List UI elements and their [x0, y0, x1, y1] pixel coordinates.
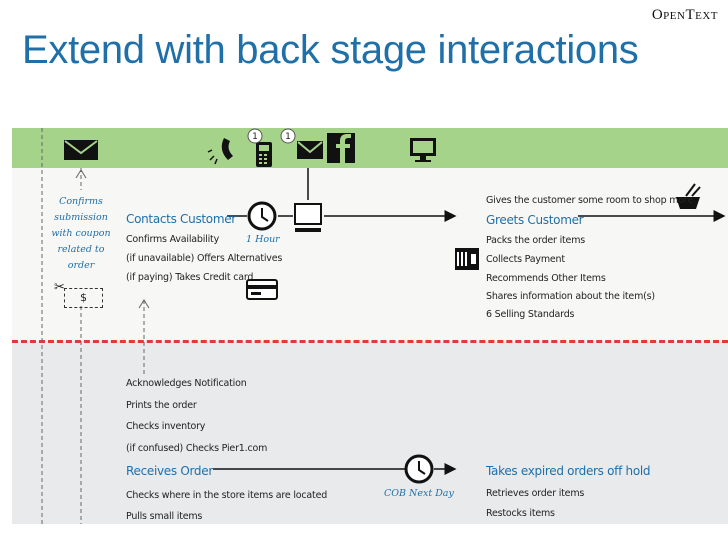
backstage-step: Acknowledges Notification — [126, 378, 247, 389]
receives-duration: COB Next Day — [384, 488, 454, 499]
svg-text:1: 1 — [252, 132, 258, 142]
notification-badge-email: 1 — [280, 128, 296, 144]
svg-text:1: 1 — [285, 132, 291, 142]
desktop-icon — [294, 203, 322, 232]
diagram-graphics: 1 1 — [41, 128, 726, 524]
desktop-icon — [410, 138, 436, 162]
store-top-note: Gives the customer some room to shop mor… — [486, 195, 694, 206]
contacts-item: Confirms Availability — [126, 234, 219, 245]
coupon-confirmation-note: Confirms submission with coupon related … — [51, 196, 111, 271]
store-item: Packs the order items — [486, 235, 585, 246]
credit-card-icon — [246, 279, 278, 300]
clock-icon — [404, 454, 434, 484]
slide-title: Extend with back stage interactions — [22, 28, 639, 72]
clock-icon — [247, 201, 277, 231]
expired-item: Restocks items — [486, 508, 555, 519]
backstage-step: Prints the order — [126, 400, 197, 411]
scissors-icon: ✂ — [54, 279, 65, 294]
contacts-item: (if unavailable) Offers Alternatives — [126, 253, 283, 264]
backstage-step: Checks inventory — [126, 421, 206, 432]
contacts-customer-title: Contacts Customer — [126, 212, 236, 226]
backstage-area — [12, 341, 728, 524]
phone-icon — [207, 138, 233, 165]
greets-customer-title: Greets Customer — [486, 213, 584, 227]
notification-badge-phone: 1 — [247, 128, 263, 144]
expired-item: Retrieves order items — [486, 488, 585, 499]
vertical-guide-lines — [41, 128, 145, 524]
store-item: Shares information about the item(s) — [486, 291, 655, 302]
opentext-logo: OpenText — [651, 7, 718, 23]
backstage-step: (if confused) Checks Pier1.com — [126, 443, 268, 454]
facebook-icon — [327, 133, 355, 163]
mobile-icon — [256, 142, 272, 167]
receives-item: Pulls small items — [126, 511, 203, 522]
channel-band — [12, 128, 728, 168]
guide-arrowhead — [75, 169, 87, 179]
email-icon — [297, 141, 323, 159]
email-icon — [64, 140, 98, 160]
service-blueprint: 1 1 — [12, 128, 728, 524]
register-icon — [455, 248, 479, 270]
contacts-item: (if paying) Takes Credit card — [126, 272, 254, 283]
receives-order-title: Receives Order — [126, 464, 213, 478]
store-item: Collects Payment — [486, 254, 565, 265]
coupon: $ — [64, 288, 103, 308]
basket-icon — [676, 183, 701, 209]
guide-arrowhead — [138, 299, 150, 309]
store-item: 6 Selling Standards — [486, 309, 575, 320]
line-of-visibility — [12, 340, 728, 343]
expired-orders-title: Takes expired orders off hold — [486, 464, 651, 478]
store-item: Recommends Other Items — [486, 273, 606, 284]
receives-item: Checks where in the store items are loca… — [126, 490, 328, 501]
contacts-duration: 1 Hour — [246, 234, 280, 245]
